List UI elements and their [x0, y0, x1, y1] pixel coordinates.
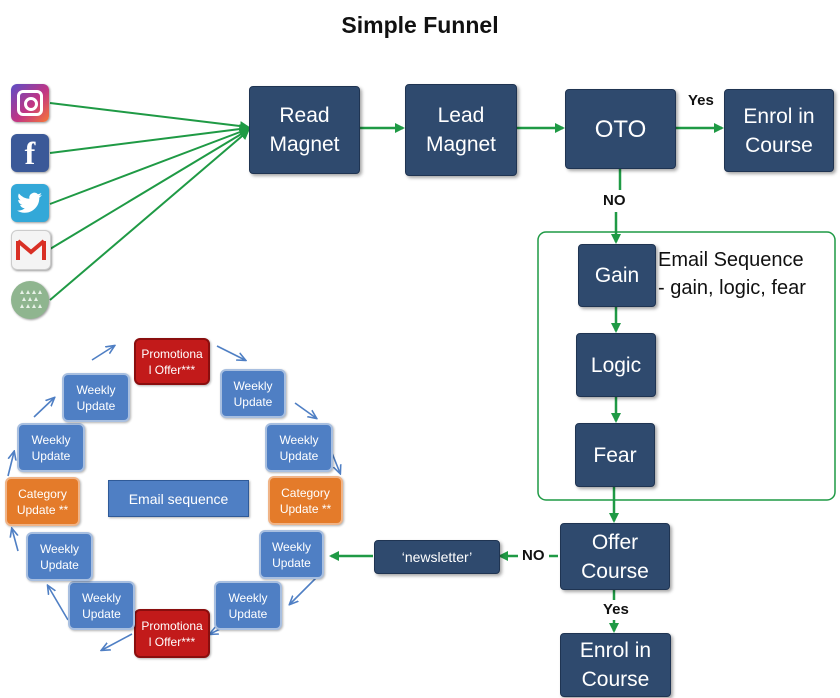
cycle-arrow — [290, 577, 317, 604]
cycle-arrow — [12, 529, 19, 552]
category-update-left: Category Update ** — [5, 477, 80, 526]
instagram-camera-icon — [17, 90, 43, 116]
weekly-update-box: Weekly Update — [265, 423, 333, 472]
yes-label-bottom: Yes — [603, 601, 629, 618]
no-label-oto: NO — [603, 192, 626, 209]
read-magnet-node: Read Magnet — [249, 86, 360, 174]
promotional-offer-bottom: Promotiona l Offer*** — [134, 609, 210, 658]
gmail-envelope-icon — [16, 239, 46, 260]
weekly-update-box: Weekly Update — [220, 369, 286, 418]
cycle-arrow — [294, 402, 316, 418]
twitter-bird-icon — [17, 192, 42, 213]
oto-node: OTO — [565, 89, 676, 169]
weekly-update-box: Weekly Update — [26, 532, 93, 581]
cycle-arrow — [102, 633, 133, 650]
twitter-icon — [11, 184, 49, 222]
cycle-arrow — [33, 398, 54, 418]
newsletter-node: ‘newsletter’ — [374, 540, 500, 574]
yes-label-top: Yes — [688, 92, 714, 109]
promotional-offer-top: Promotiona l Offer*** — [134, 338, 210, 385]
weekly-update-box: Weekly Update — [214, 581, 282, 630]
page-title: Simple Funnel — [341, 12, 499, 38]
arrow-twitter — [49, 127, 250, 205]
weekly-update-box: Weekly Update — [259, 530, 324, 579]
gmail-icon — [11, 230, 51, 270]
cycle-arrow — [48, 586, 69, 621]
lead-magnet-node: Lead Magnet — [405, 84, 517, 176]
arrow-community — [49, 129, 250, 301]
email-sequence-note: Email Sequence - gain, logic, fear — [658, 249, 806, 299]
enrol-course-top-node: Enrol in Course — [724, 89, 834, 172]
arrow-instagram — [49, 102, 250, 132]
email-sequence-frame — [537, 231, 836, 501]
weekly-update-box: Weekly Update — [17, 423, 85, 472]
logic-node: Logic — [576, 333, 656, 397]
arrow-gmail — [49, 128, 250, 250]
email-sequence-center: Email sequence — [108, 480, 249, 517]
weekly-update-box: Weekly Update — [62, 373, 130, 422]
community-icon — [11, 281, 49, 319]
offer-course-node: Offer Course — [560, 523, 670, 590]
fear-node: Fear — [575, 423, 655, 487]
people-group-icon — [20, 290, 42, 308]
instagram-icon — [11, 84, 49, 122]
enrol-course-bottom-node: Enrol in Course — [560, 633, 671, 697]
no-label-offer: NO — [522, 547, 545, 564]
facebook-glyph: f — [24, 134, 36, 171]
cycle-arrow — [216, 345, 245, 360]
cycle-arrow — [91, 346, 114, 361]
weekly-update-box: Weekly Update — [68, 581, 135, 630]
gain-node: Gain — [578, 244, 656, 307]
cycle-arrow — [7, 452, 14, 477]
arrow-facebook — [49, 124, 250, 154]
facebook-icon: f — [11, 134, 49, 172]
category-update-right: Category Update ** — [268, 476, 343, 525]
source-arrows — [49, 102, 250, 301]
